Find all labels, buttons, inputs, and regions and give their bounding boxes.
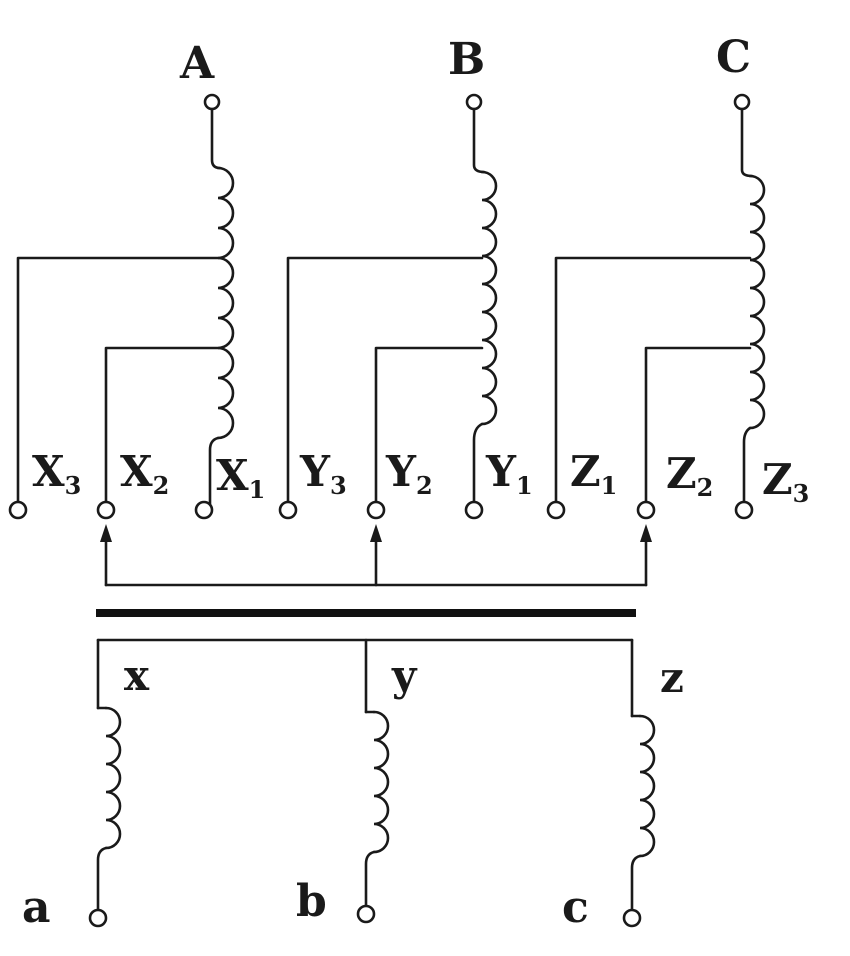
label-tap-y3: Y3 xyxy=(299,447,347,500)
coil-b xyxy=(480,170,498,426)
terminal-a-upper[interactable] xyxy=(203,93,221,111)
label-tap-z1: Z1 xyxy=(570,447,617,500)
label-tap-x3: X3 xyxy=(32,447,81,500)
label-tap-z3: Z3 xyxy=(762,455,809,508)
label-tap-y2: Y2 xyxy=(385,447,433,500)
tap-lead-z2 xyxy=(644,346,752,507)
label-tap-x2: X2 xyxy=(120,447,169,500)
arrow-x2 xyxy=(100,524,112,542)
tap-terminal-x2[interactable] xyxy=(96,500,116,520)
tap-lead-x3 xyxy=(16,256,220,507)
terminal-a-lower[interactable] xyxy=(88,908,108,928)
terminal-c-upper[interactable] xyxy=(733,93,751,111)
coil-x xyxy=(104,706,122,850)
label-terminal-b-lower: b xyxy=(296,876,327,927)
tap-terminal-z2[interactable] xyxy=(636,500,656,520)
label-terminal-a-lower: a xyxy=(22,882,51,933)
tap-lead-y3 xyxy=(286,256,484,507)
tap-lead-z1 xyxy=(554,256,752,507)
tap-terminal-y2[interactable] xyxy=(366,500,386,520)
tap-terminal-x3[interactable] xyxy=(8,500,28,520)
label-tap-y1: Y1 xyxy=(485,447,533,500)
primary-winding-a xyxy=(16,93,235,507)
primary-winding-c xyxy=(554,93,766,507)
tap-lead-y2 xyxy=(374,346,484,507)
label-terminal-c: C xyxy=(716,32,751,83)
terminal-b-lower[interactable] xyxy=(356,904,376,924)
tap-terminal-x1[interactable] xyxy=(194,500,214,520)
secondary-windings xyxy=(88,638,656,928)
primary-winding-b xyxy=(286,93,498,507)
label-terminal-b: B xyxy=(448,34,485,85)
coil-z xyxy=(638,714,656,858)
tap-terminal-z1[interactable] xyxy=(546,500,566,520)
label-terminal-c-lower: c xyxy=(562,882,589,933)
tap-lead-x2 xyxy=(104,346,220,507)
coil-a xyxy=(216,166,235,440)
terminal-c-lower[interactable] xyxy=(622,908,642,928)
arrow-z2 xyxy=(640,524,652,542)
tap-terminal-z3[interactable] xyxy=(734,500,754,520)
label-tap-z2: Z2 xyxy=(666,449,713,502)
terminal-b-upper[interactable] xyxy=(465,93,483,111)
arrow-y2 xyxy=(370,524,382,542)
label-end-x: x xyxy=(124,651,150,700)
label-end-y: y xyxy=(391,651,418,700)
label-end-z: z xyxy=(660,653,684,702)
coil-y xyxy=(372,710,390,854)
coil-c xyxy=(748,174,766,430)
tap-terminal-y3[interactable] xyxy=(278,500,298,520)
tap-terminal-y1[interactable] xyxy=(464,500,484,520)
neutral-link xyxy=(100,524,652,587)
label-terminal-a: A xyxy=(179,38,215,89)
tap-terminal-row xyxy=(8,500,754,520)
label-tap-x1: X1 xyxy=(216,451,265,504)
